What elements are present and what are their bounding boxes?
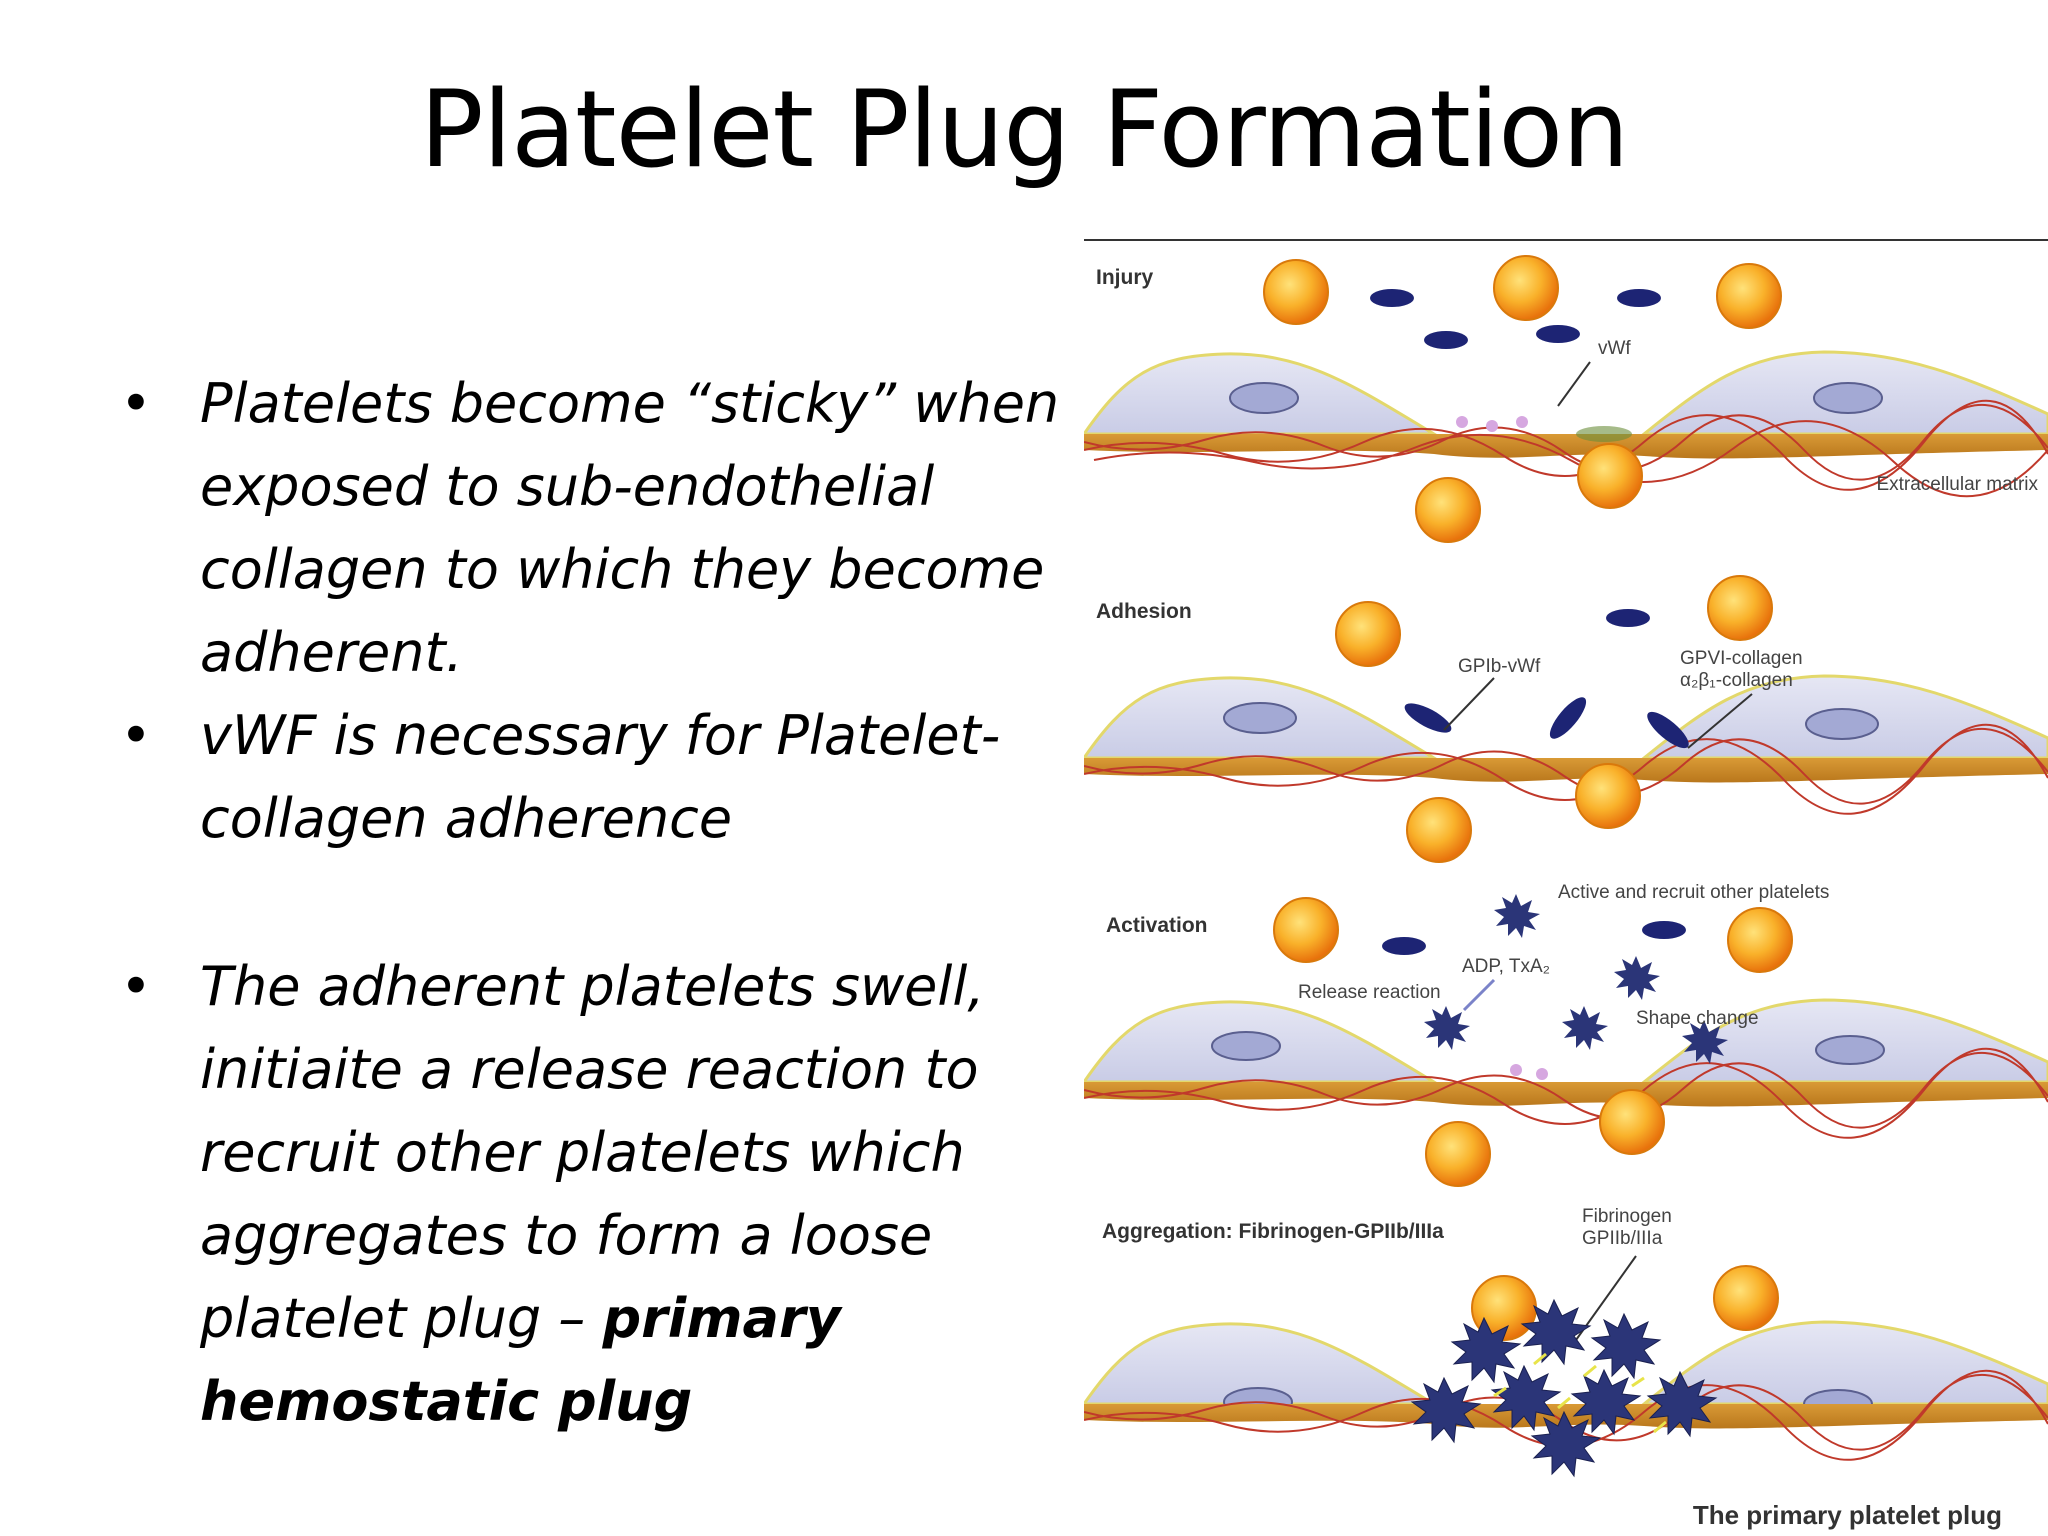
exposed-collagen-icon bbox=[1576, 426, 1632, 442]
nucleus-icon bbox=[1223, 702, 1297, 734]
vwf-strand-icon bbox=[1456, 416, 1468, 428]
stage-adhesion: Adhesion GPIb-vWf GPVI-collagen α₂β₁-col… bbox=[1084, 575, 2048, 863]
gpib-vwf-pointer bbox=[1443, 677, 1495, 731]
platelet-plug-diagram: Injury vWf Extracellular matrix Adhesion bbox=[1084, 239, 2048, 1530]
adp-txa2-label: ADP, TxA₂ bbox=[1462, 956, 1550, 977]
platelet-icon bbox=[1406, 797, 1472, 863]
primary-hemostatic-plug-text: primary hemostatic plug bbox=[200, 1287, 841, 1433]
platelet-icon bbox=[1575, 763, 1641, 829]
rbc-icon bbox=[1536, 325, 1580, 343]
platelet-icon bbox=[1425, 1121, 1491, 1187]
vwf-strand-icon bbox=[1486, 420, 1498, 432]
rbc-icon bbox=[1370, 289, 1414, 307]
activated-platelet-icon bbox=[1562, 1006, 1608, 1050]
endothelial-cell-left bbox=[1084, 1322, 1440, 1406]
stage-label-aggregation: Aggregation: Fibrinogen-GPIIb/IIIa bbox=[1102, 1220, 1444, 1243]
rbc-icon bbox=[1617, 289, 1661, 307]
bullet-vwf: vWF is necessary for Platelet-collagen a… bbox=[120, 694, 1080, 860]
nucleus-icon bbox=[1805, 708, 1879, 740]
aggregated-platelet-icon bbox=[1450, 1316, 1522, 1384]
aggregated-platelet-icon bbox=[1646, 1370, 1718, 1438]
gpiib-iiia-label: GPIIb/IIIa bbox=[1582, 1228, 1663, 1249]
gpvi-collagen-pointer bbox=[1687, 693, 1753, 749]
platelet-icon bbox=[1577, 443, 1643, 509]
aggregated-platelet-icon bbox=[1490, 1364, 1562, 1432]
gpvi-collagen-label: GPVI-collagen bbox=[1680, 648, 1803, 669]
activated-platelet-icon bbox=[1682, 1020, 1728, 1064]
a2b1-collagen-label: α₂β₁-collagen bbox=[1680, 670, 1793, 691]
activated-platelet-icon bbox=[1424, 1006, 1470, 1050]
platelet-icon bbox=[1263, 259, 1329, 325]
rbc-icon bbox=[1424, 331, 1468, 349]
aggregated-platelet-icon bbox=[1530, 1410, 1602, 1478]
platelet-icon bbox=[1707, 575, 1773, 641]
gpib-vwf-label: GPIb-vWf bbox=[1458, 656, 1541, 677]
fibrinogen-label: Fibrinogen bbox=[1582, 1206, 1672, 1227]
rbc-icon bbox=[1606, 609, 1650, 627]
primary-platelet-plug-caption: The primary platelet plug bbox=[1693, 1500, 2002, 1530]
bullet-adherent-platelets: The adherent platelets swell, initiaite … bbox=[120, 945, 1080, 1443]
aggregated-platelet-icon bbox=[1520, 1298, 1592, 1366]
fibrinogen-bridges bbox=[1493, 1352, 1667, 1434]
platelet-icon bbox=[1273, 897, 1339, 963]
aggregated-platelet-icon bbox=[1410, 1376, 1482, 1444]
nucleus-icon bbox=[1211, 1031, 1281, 1061]
release-reaction-arrow bbox=[1462, 978, 1496, 1012]
platelet-icon bbox=[1713, 1265, 1779, 1331]
platelet-icon bbox=[1415, 477, 1481, 543]
stage-label-adhesion: Adhesion bbox=[1096, 600, 1192, 623]
stage-injury: Injury vWf Extracellular matrix bbox=[1084, 255, 2048, 543]
shape-change-label: Shape change bbox=[1636, 1008, 1759, 1029]
stage-activation: Activation Active and recruit other plat… bbox=[1084, 882, 2048, 1187]
nucleus-icon bbox=[1229, 382, 1299, 414]
vwf-strand-icon bbox=[1516, 416, 1528, 428]
endothelial-cell-right bbox=[1639, 1320, 2048, 1406]
adherent-platelet-icon bbox=[1404, 703, 1452, 733]
aggregated-platelet-icon bbox=[1590, 1312, 1662, 1380]
slide-title: Platelet Plug Formation bbox=[419, 68, 1630, 191]
vwf-pointer bbox=[1557, 361, 1591, 407]
platelet-aggregate bbox=[1410, 1298, 1718, 1478]
bullet-adherent-text: The adherent platelets swell, initiaite … bbox=[200, 955, 985, 1350]
platelet-icon bbox=[1493, 255, 1559, 321]
bullet-sticky-platelets: Platelets become “sticky” when exposed t… bbox=[120, 362, 1080, 694]
nucleus-icon bbox=[1815, 1035, 1885, 1065]
platelet-icon bbox=[1335, 601, 1401, 667]
nucleus-icon bbox=[1813, 382, 1883, 414]
adherent-platelet-icon bbox=[1647, 711, 1689, 749]
activated-platelet-icon bbox=[1494, 894, 1540, 938]
stage-label-injury: Injury bbox=[1096, 266, 1153, 289]
extracellular-matrix-label: Extracellular matrix bbox=[1876, 474, 2038, 495]
rbc-icon bbox=[1382, 937, 1426, 955]
vwf-label: vWf bbox=[1598, 338, 1631, 359]
vwf-strand-icon bbox=[1510, 1064, 1522, 1076]
bullet-list: Platelets become “sticky” when exposed t… bbox=[120, 362, 1080, 1443]
stage-aggregation: Aggregation: Fibrinogen-GPIIb/IIIa Fibri… bbox=[1084, 1206, 2048, 1530]
release-reaction-label: Release reaction bbox=[1298, 982, 1441, 1003]
stage-label-activation: Activation bbox=[1106, 914, 1208, 937]
platelet-icon bbox=[1727, 907, 1793, 973]
vwf-strand-icon bbox=[1536, 1068, 1548, 1080]
collagen-fibers bbox=[1084, 1048, 2048, 1139]
platelet-icon bbox=[1716, 263, 1782, 329]
active-recruit-label: Active and recruit other platelets bbox=[1558, 882, 1829, 903]
platelet-icon bbox=[1599, 1089, 1665, 1155]
activated-platelet-icon bbox=[1614, 956, 1660, 1000]
aggregated-platelet-icon bbox=[1570, 1368, 1642, 1436]
adherent-platelet-icon bbox=[1549, 697, 1587, 739]
rbc-icon bbox=[1642, 921, 1686, 939]
